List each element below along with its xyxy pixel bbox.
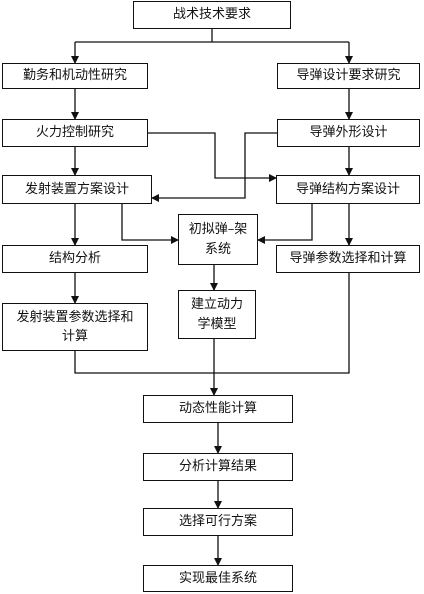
edge-launcher-params-to-merge bbox=[74, 273, 350, 374]
node-missile-struct: 导弹结构方案设计 bbox=[276, 175, 420, 204]
node-launcher-scheme: 发射装置方案设计 bbox=[2, 175, 152, 204]
edge-missile-struct-to-initial-system bbox=[257, 204, 313, 244]
node-realize: 实现最佳系统 bbox=[143, 565, 293, 592]
edge-launcher-scheme-to-initial-system bbox=[121, 204, 179, 244]
node-struct-analysis: 结构分析 bbox=[2, 245, 148, 273]
node-req: 战术技术要求 bbox=[133, 1, 291, 29]
node-choose: 选择可行方案 bbox=[143, 508, 293, 536]
node-dyn-research: 勤务和机动性研究 bbox=[2, 63, 148, 89]
node-fire-ctrl: 火力控制研究 bbox=[2, 119, 148, 147]
edge-req-split bbox=[75, 29, 349, 43]
node-missile-params: 导弹参数选择和计算 bbox=[276, 245, 420, 273]
edge-fire-ctrl-to-missile-struct bbox=[148, 132, 277, 182]
node-launcher-params: 发射装置参数选择和计算 bbox=[2, 303, 148, 351]
node-missile-req: 导弹设计要求研究 bbox=[277, 63, 420, 89]
node-missile-shape: 导弹外形设计 bbox=[277, 119, 420, 147]
node-analyze: 分析计算结果 bbox=[143, 453, 293, 481]
node-dyn-model: 建立动力学模型 bbox=[178, 290, 256, 339]
edge-missile-shape-to-launcher-scheme bbox=[151, 132, 277, 202]
node-initial-system: 初拟弹–架系统 bbox=[178, 214, 258, 265]
node-dyn-perf: 动态性能计算 bbox=[143, 395, 293, 423]
